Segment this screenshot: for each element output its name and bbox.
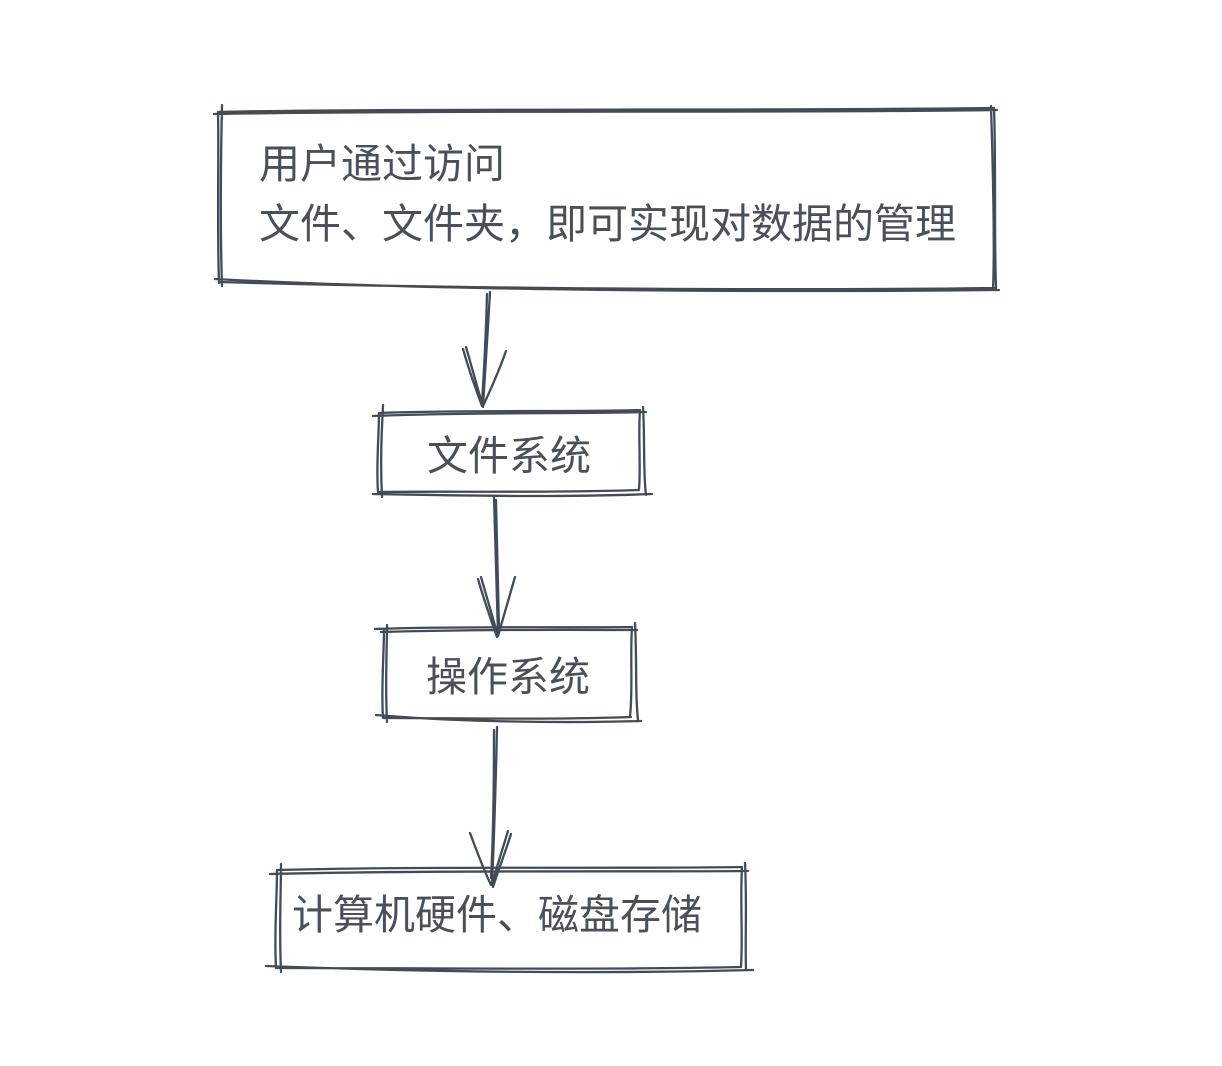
arrow-os-to-hardware — [468, 725, 513, 889]
arrow-filesystem-to-os — [476, 495, 517, 639]
sketch-strokes — [212, 103, 1001, 974]
arrow-user-to-filesystem — [461, 290, 508, 409]
node-hardware-storage: 计算机硬件、磁盘存储 — [292, 891, 702, 938]
node-user-access-outline — [212, 103, 1001, 293]
node-user-access: 用户通过访问 文件、文件夹，即可实现对数据的管理 — [259, 134, 956, 254]
node-operating-system: 操作系统 — [426, 653, 590, 700]
node-file-system-outline — [371, 403, 654, 499]
node-user-access-line2: 文件、文件夹，即可实现对数据的管理 — [259, 201, 956, 247]
node-hardware-outline — [264, 861, 755, 974]
node-operating-system-outline — [373, 621, 643, 724]
node-file-system: 文件系统 — [427, 433, 591, 479]
node-user-access-line1: 用户通过访问 — [259, 141, 505, 187]
